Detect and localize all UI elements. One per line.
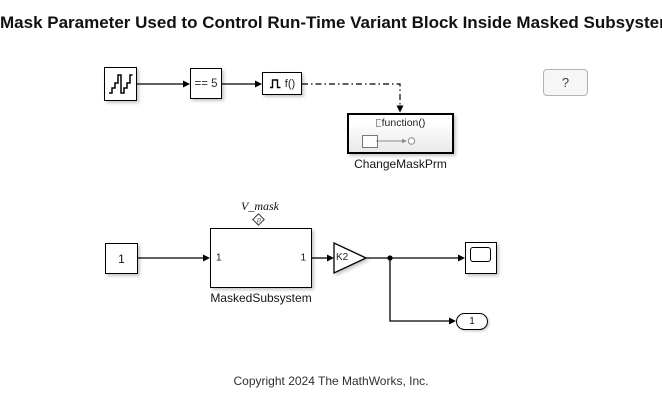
constant-value: 1: [118, 251, 125, 266]
compare-to-constant-block[interactable]: == 5: [190, 68, 222, 99]
help-button[interactable]: ?: [543, 69, 588, 96]
stair-waveform-icon: [109, 74, 133, 94]
arrowhead-icon: [203, 254, 210, 262]
fcn-label: f(): [284, 77, 296, 90]
model-title: Mask Parameter Used to Control Run-Time …: [0, 13, 662, 32]
copyright-text: Copyright 2024 The MathWorks, Inc.: [233, 374, 429, 388]
repeating-sequence-stair-block[interactable]: [104, 67, 137, 101]
subsystem-input-port-number: 1: [216, 252, 222, 264]
function-call-header-text: function(): [381, 117, 426, 129]
function-call-port-icon: [375, 119, 381, 128]
change-mask-prm-label: ChangeMaskPrm: [354, 157, 447, 171]
arrowhead-icon: [396, 105, 404, 113]
signal-line[interactable]: [389, 258, 449, 322]
function-call-generator-block[interactable]: f(): [262, 72, 302, 95]
parameter-name-label: V_mask: [241, 199, 279, 213]
arrowhead-icon: [449, 317, 456, 325]
help-button-label: ?: [561, 75, 570, 90]
arrowhead-icon: [183, 80, 190, 88]
gain-block[interactable]: [333, 241, 368, 275]
function-call-header: function(): [349, 117, 452, 129]
arrowhead-icon: [255, 80, 262, 88]
parameter-port-letter: p: [257, 214, 261, 224]
constant-block[interactable]: 1: [105, 243, 138, 274]
function-call-line[interactable]: [302, 83, 401, 105]
outport-block[interactable]: 1: [456, 313, 488, 330]
masked-subsystem-block[interactable]: 1 1: [210, 228, 312, 288]
gain-label: K2: [336, 252, 349, 263]
subsystem-output-port-number: 1: [300, 252, 306, 264]
compare-label: == 5: [194, 77, 218, 90]
change-mask-prm-subsystem-block[interactable]: function(): [347, 113, 454, 154]
masked-subsystem-label: MaskedSubsystem: [210, 291, 312, 305]
arrowhead-icon: [458, 254, 465, 262]
subsystem-preview-wire-icon: [376, 137, 416, 145]
arrowhead-icon: [327, 254, 334, 262]
outport-number: 1: [469, 316, 475, 327]
pulse-icon: [269, 79, 281, 89]
scope-display-icon: [470, 247, 491, 262]
scope-block[interactable]: [465, 242, 497, 274]
